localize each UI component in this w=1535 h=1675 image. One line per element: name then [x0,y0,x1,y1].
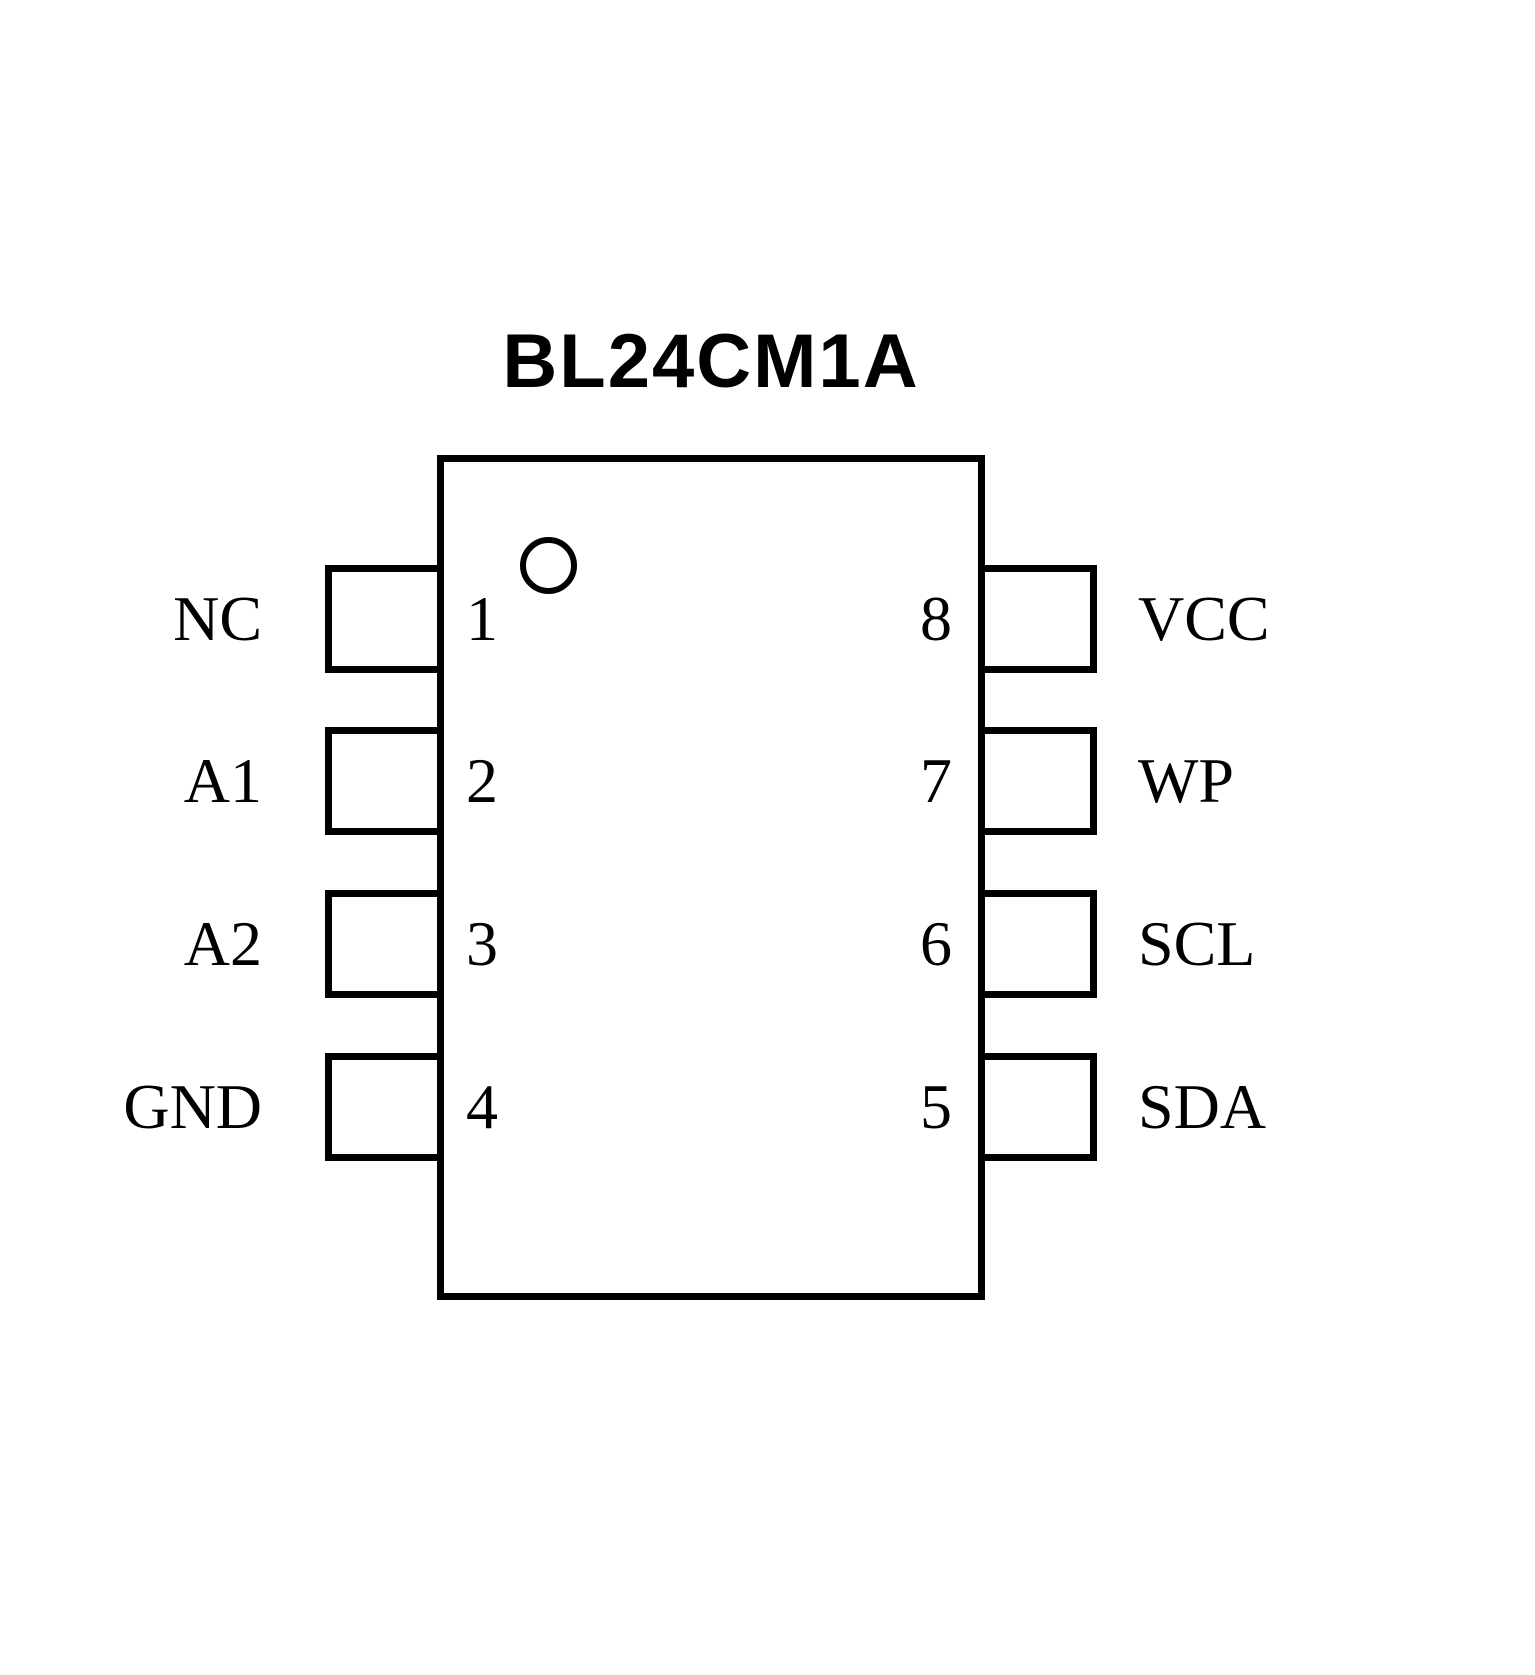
pin-label-a1: A1 [183,745,262,816]
pin-box-3 [325,890,444,998]
pin-number-7: 7 [920,745,952,816]
pin-label-nc: NC [173,583,262,654]
pin-box-5 [978,1053,1097,1161]
pin-box-4 [325,1053,444,1161]
chip-body [437,455,985,1300]
pin-number-6: 6 [920,908,952,979]
pin-box-8 [978,565,1097,673]
pin1-indicator-icon [520,537,577,594]
pin-box-7 [978,727,1097,835]
pin-number-3: 3 [466,908,498,979]
pin-label-a2: A2 [183,908,262,979]
pin-label-scl: SCL [1138,908,1256,979]
pin-box-6 [978,890,1097,998]
pin-number-1: 1 [466,583,498,654]
pin-box-2 [325,727,444,835]
pin-label-gnd: GND [123,1071,262,1142]
pin-label-sda: SDA [1138,1071,1267,1142]
pin-label-vcc: VCC [1138,583,1270,654]
pin-number-2: 2 [466,745,498,816]
pin-box-1 [325,565,444,673]
pin-number-4: 4 [466,1071,498,1142]
pin-label-wp: WP [1138,745,1234,816]
chip-title: BL24CM1A [502,319,920,404]
pin-number-5: 5 [920,1071,952,1142]
pin-number-8: 8 [920,583,952,654]
